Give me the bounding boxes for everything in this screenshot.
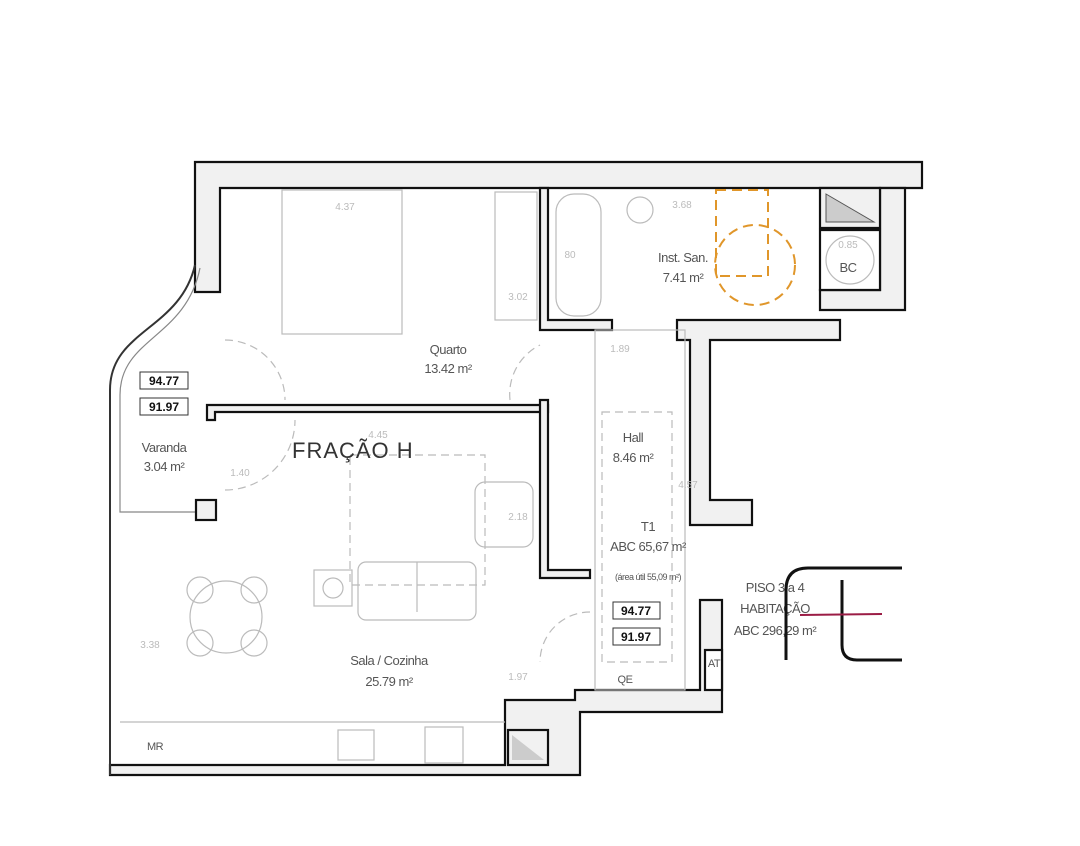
dimension-label: 4.57 bbox=[678, 480, 698, 491]
elevation-box bbox=[612, 627, 661, 646]
elevation-bottom: 91.97 bbox=[149, 400, 179, 414]
at-label: AT bbox=[708, 658, 721, 670]
shaft-icon bbox=[512, 735, 544, 760]
bathtub bbox=[555, 193, 602, 317]
balcony-curve bbox=[109, 264, 196, 775]
bc-box bbox=[818, 228, 882, 292]
turning-circle bbox=[714, 224, 796, 306]
door-swing bbox=[509, 344, 541, 401]
room-area-quarto: 13.42 m² bbox=[424, 361, 472, 376]
hall-outline bbox=[594, 329, 686, 691]
dimension-label: 0.85 bbox=[838, 240, 858, 251]
elevation-top: 94.77 bbox=[621, 604, 651, 618]
bc-label: BC bbox=[839, 260, 856, 275]
dimension-label: 3.02 bbox=[508, 292, 528, 303]
chair bbox=[240, 576, 268, 604]
chair bbox=[240, 629, 268, 657]
dimension-label: 2.18 bbox=[508, 512, 528, 523]
dimension-label: 3.38 bbox=[140, 640, 160, 651]
dimension-label: 3.68 bbox=[672, 200, 692, 211]
floor-use: HABITAÇÃO bbox=[740, 601, 810, 616]
armchair bbox=[474, 481, 534, 548]
wardrobe bbox=[494, 191, 538, 321]
elevation-top: 94.77 bbox=[149, 374, 179, 388]
floor-abc: ABC 296,29 m² bbox=[734, 623, 818, 638]
kitchen-sink bbox=[337, 729, 375, 761]
elevation-box bbox=[139, 397, 189, 416]
dimension-label: 80 bbox=[564, 250, 576, 261]
door-swing bbox=[224, 339, 286, 401]
floor-label: PISO 3 a 4 bbox=[746, 580, 805, 595]
side-table bbox=[313, 569, 353, 607]
right-stepped-wall bbox=[675, 318, 842, 527]
bath-wall-left bbox=[538, 186, 614, 332]
room-name-hall: Hall bbox=[623, 430, 644, 445]
elevation-box bbox=[139, 371, 189, 390]
elevation-box bbox=[612, 601, 661, 620]
unit-useful-area: (área útil 55,09 m²) bbox=[615, 572, 682, 582]
room-name-quarto: Quarto bbox=[430, 342, 467, 357]
toilet bbox=[825, 235, 875, 285]
room-name-bath: Inst. San. bbox=[658, 250, 708, 265]
chair bbox=[186, 576, 214, 604]
hall-partition bbox=[538, 398, 592, 580]
room-name-sala: Sala / Cozinha bbox=[350, 653, 429, 668]
unit-type: T1 bbox=[641, 519, 655, 534]
lamp bbox=[322, 577, 344, 599]
dimension-label: 4.37 bbox=[335, 202, 355, 213]
elevation-bottom: 91.97 bbox=[621, 630, 651, 644]
balcony-inner-line bbox=[119, 267, 210, 513]
dining-table bbox=[189, 580, 263, 654]
room-area-bath: 7.41 m² bbox=[663, 270, 705, 285]
cooktop bbox=[424, 726, 464, 764]
dimension-label: 4.45 bbox=[368, 430, 388, 441]
chair bbox=[186, 629, 214, 657]
bedroom-partition bbox=[205, 403, 550, 422]
sink bbox=[626, 196, 654, 224]
qe-label: QE bbox=[618, 674, 633, 686]
at-box bbox=[703, 648, 724, 692]
unit-title: FRAÇÃO H bbox=[292, 438, 414, 463]
unit-abc: ABC 65,67 m² bbox=[610, 539, 687, 554]
top-wall bbox=[193, 160, 924, 294]
accessible-zone bbox=[715, 189, 769, 277]
hall-zone bbox=[601, 411, 673, 663]
bed bbox=[281, 189, 403, 335]
room-area-sala: 25.79 m² bbox=[365, 674, 413, 689]
room-area-hall: 8.46 m² bbox=[613, 450, 655, 465]
dimension-label: 1.97 bbox=[508, 672, 528, 683]
mr-label: MR bbox=[147, 741, 164, 753]
door-swing bbox=[224, 419, 296, 491]
fe-logo bbox=[784, 566, 902, 662]
room-area-varanda: 3.04 m² bbox=[144, 459, 186, 474]
door-swing bbox=[539, 611, 591, 663]
room-name-varanda: Varanda bbox=[142, 440, 188, 455]
column bbox=[194, 498, 218, 522]
dimension-label: 1.40 bbox=[230, 468, 250, 479]
shaft-icon bbox=[825, 193, 876, 223]
dimension-label: 1.89 bbox=[610, 344, 630, 355]
bottom-wall bbox=[108, 598, 724, 777]
